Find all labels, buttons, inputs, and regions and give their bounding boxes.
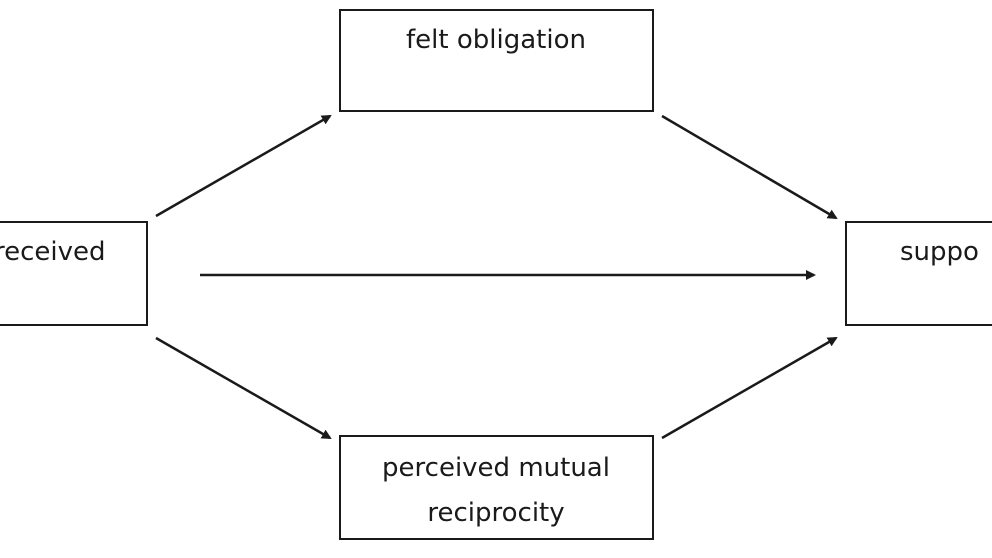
node-received-label: received	[0, 237, 106, 267]
node-support-label: suppo	[900, 237, 979, 267]
node-felt-obligation-box	[339, 9, 654, 112]
arrow-received-to-felt-obligation	[155, 114, 332, 218]
node-felt-obligation-label: felt obligation	[406, 25, 586, 55]
node-perceived-mutual-reciprocity-line-2: reciprocity	[427, 498, 564, 528]
node-support: suppo	[845, 221, 992, 326]
arrow-felt-obligation-to-support	[661, 114, 838, 220]
node-felt-obligation: felt obligation	[339, 9, 654, 112]
node-received: received	[0, 221, 148, 326]
node-support-box	[845, 221, 992, 326]
node-received-box	[0, 221, 148, 326]
node-perceived-mutual-reciprocity-line-1: perceived mutual	[382, 453, 610, 483]
arrow-received-to-perceived-mutual-reciprocity	[155, 336, 332, 440]
arrow-perceived-mutual-reciprocity-to-support	[661, 336, 838, 440]
node-perceived-mutual-reciprocity-box	[339, 435, 654, 540]
node-perceived-mutual-reciprocity: perceived mutual reciprocity	[339, 435, 654, 540]
